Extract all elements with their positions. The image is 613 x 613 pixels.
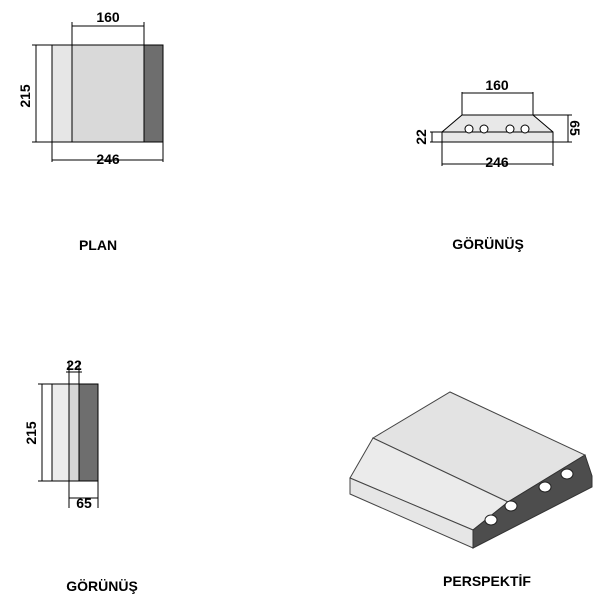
front-hole-1 bbox=[464, 124, 474, 134]
plan-left-strip bbox=[51, 44, 73, 143]
front-view: 160 22 65 246 GÖRÜNÜŞ bbox=[413, 77, 583, 252]
plan-bottom-dim-label: 246 bbox=[96, 151, 120, 167]
persp-hole-4 bbox=[560, 468, 574, 480]
perspective-view: PERSPEKTİF bbox=[349, 391, 593, 589]
plan-view: 160 215 246 PLAN bbox=[17, 9, 164, 253]
persp-hole-1 bbox=[484, 514, 498, 526]
perspective-caption: PERSPEKTİF bbox=[443, 573, 531, 589]
persp-end-face bbox=[472, 454, 593, 549]
side-left-dim-label: 215 bbox=[23, 421, 39, 445]
front-hole-3 bbox=[505, 124, 515, 134]
front-hole-2 bbox=[479, 124, 489, 134]
front-top-dim-label: 160 bbox=[485, 77, 509, 93]
front-left-dim-label: 22 bbox=[413, 129, 429, 145]
plan-caption: PLAN bbox=[79, 237, 117, 253]
front-caption: GÖRÜNÜŞ bbox=[452, 236, 524, 252]
side-mid-strip bbox=[68, 383, 80, 482]
front-bottom-dim-label: 246 bbox=[485, 154, 509, 170]
side-view: 22 215 65 GÖRÜNÜŞ bbox=[23, 357, 138, 594]
side-bottom-dim-label: 65 bbox=[76, 495, 92, 511]
front-hole-4 bbox=[520, 124, 530, 134]
side-left-strip bbox=[51, 383, 70, 482]
persp-hole-2 bbox=[504, 500, 518, 512]
plan-top-dim-label: 160 bbox=[96, 9, 120, 25]
front-right-dim-label: 65 bbox=[567, 120, 583, 136]
side-dark-strip bbox=[78, 383, 99, 482]
plan-left-dim-label: 215 bbox=[17, 84, 33, 108]
persp-hole-3 bbox=[538, 481, 552, 493]
front-profile bbox=[441, 114, 554, 143]
plan-dark-strip bbox=[143, 44, 164, 143]
side-caption: GÖRÜNÜŞ bbox=[66, 578, 138, 594]
plan-center-face bbox=[71, 44, 145, 143]
side-top-dim-label: 22 bbox=[66, 357, 82, 373]
